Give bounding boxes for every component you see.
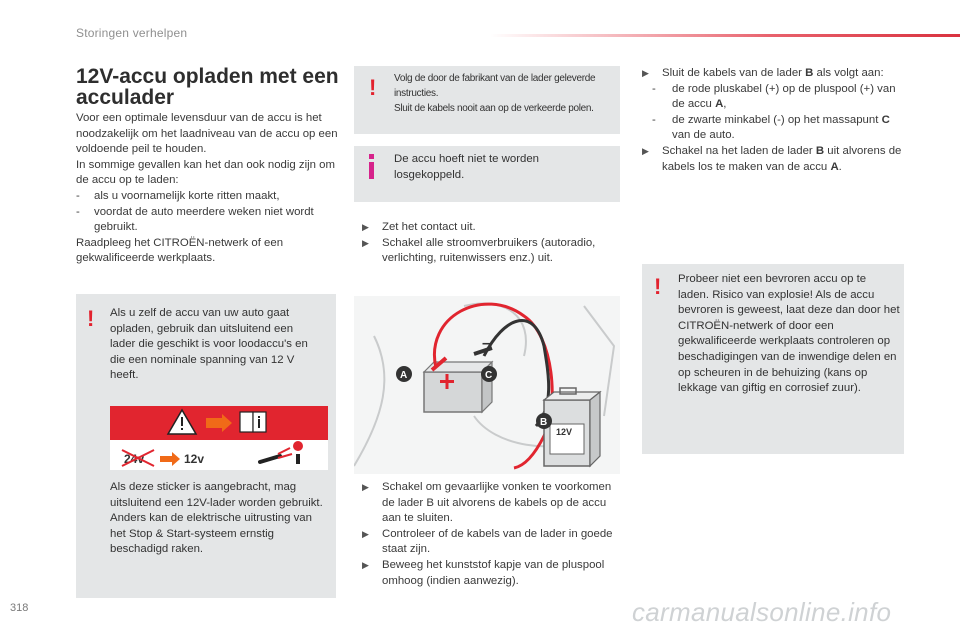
minus-sign-label: – [482,335,491,352]
warning-middle-text: Volg de door de fabrikant van de lader g… [394,71,614,116]
arrow-right-icon [160,452,180,466]
step-item: ▶Schakel na het laden de lader B uit alv… [642,144,902,173]
step-item: ▶Sluit de kabels van de lader B als volg… [642,67,884,79]
warning-box-middle: ! Volg de door de fabrikant van de lader… [354,66,620,134]
clamp-icon [258,454,282,464]
warning-middle-line-2: Sluit de kabels nooit aan op de verkeerd… [394,103,594,114]
steps-middle-bottom: ▶Schakel om gevaarlijke vonken te voorko… [362,480,614,589]
arrow-right-icon [206,414,232,432]
warning-right-text: Probeer niet een bevroren accu op te lad… [678,273,900,395]
page-header-title: Storingen verhelpen [76,26,188,40]
battery-charging-figure: 12V – A C B [353,296,620,474]
car-battery-icon [422,360,494,414]
step-item: ▶Beweeg het kunststof kapje van de plusp… [362,558,605,587]
intro-paragraph-1: Voor een optimale levensduur van de accu… [76,112,338,156]
intro-bullet: -voordat de auto meerdere weken niet wor… [76,205,314,234]
warning-exclamation-icon: ! [654,274,662,299]
step-item: ▶Schakel alle stroomverbruikers (autorad… [362,236,596,265]
sticker-white-band: 24v 12v [110,440,328,470]
warning-exclamation-icon: ! [87,306,95,331]
step-item: ▶Schakel om gevaarlijke vonken te voorko… [362,481,612,525]
charger-12v-label: 12V [556,427,572,437]
battery-charging-diagram: 12V – A C B [353,302,616,470]
warning-left-text-2: Als deze sticker is aangebracht, mag uit… [110,481,323,556]
voltage-sticker-image: 24v 12v [110,406,328,470]
step-subitem: -de zwarte minkabel (-) op het massapunt… [652,113,890,142]
info-middle-text: De accu hoeft niet te worden losgekoppel… [394,153,540,181]
steps-middle-top: ▶Zet het contact uit. ▶Schakel alle stro… [362,220,624,267]
header-accent-bar [490,34,960,37]
page-number: 318 [10,602,29,614]
step-item: ▶Controleer of de kabels van de lader in… [362,527,613,556]
manual-book-icon [239,411,254,433]
watermark-text: carmanualsonline.info [632,597,892,627]
info-box-middle: De accu hoeft niet te worden losgekoppel… [354,146,620,202]
label-a-marker [396,366,412,382]
label-b: B [540,417,547,428]
sticker-top-icons [166,408,267,435]
label-c: C [485,370,492,381]
charger-icon [542,387,602,468]
label-c-marker [481,366,497,382]
label-a: A [400,370,407,381]
intro-text: Voor een optimale levensduur van de accu… [76,111,346,267]
intro-bullet-list: -als u voornamelijk korte ritten maakt, … [76,189,346,236]
section-title: 12V-accu opladen met een acculader [76,65,339,109]
warning-middle-line-1: Volg de door de fabrikant van de lader g… [394,73,596,99]
sticker-12v-label: 12v [184,452,204,466]
intro-paragraph-2: In sommige gevallen kan het dan ook nodi… [76,158,335,187]
warning-exclamation-icon: ! [369,75,377,100]
intro-paragraph-3: Raadpleeg het CITROËN-netwerk of een gek… [76,236,284,265]
steps-right: ▶Sluit de kabels van de lader B als volg… [642,66,906,175]
label-b-marker [536,413,552,429]
warning-left-text-1: Als u zelf de accu van uw auto gaat opla… [110,307,308,382]
step-item: ▶Zet het contact uit. [362,221,476,233]
warning-box-right: ! Probeer niet een bevroren accu op te l… [642,264,904,454]
step-subitem: -de rode pluskabel (+) op de pluspool (+… [652,82,896,111]
sticker-bottom-icons: 24v 12v [121,441,303,467]
sticker-red-band [110,406,328,440]
intro-bullet: -als u voornamelijk korte ritten maakt, [76,189,280,202]
